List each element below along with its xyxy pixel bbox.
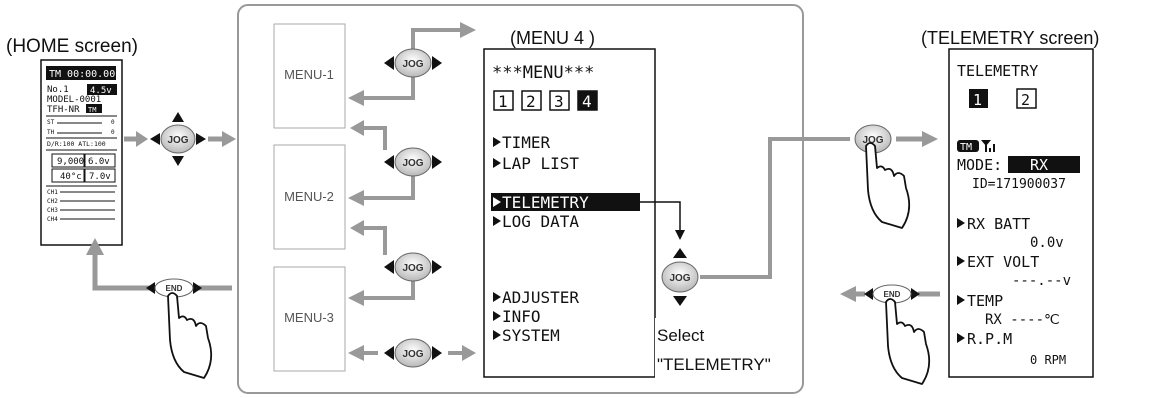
- menu1-label: MENU-1: [284, 67, 334, 82]
- jog-button-select[interactable]: JOG: [662, 248, 698, 306]
- jog-label-1: JOG: [402, 59, 423, 70]
- jog-button-3[interactable]: JOG: [384, 253, 442, 281]
- menu4-item-lap-list: LAP LIST: [502, 154, 579, 173]
- telemetry-tab-1: 1: [973, 91, 982, 109]
- telemetry-rpm-label: R.P.M: [967, 330, 1012, 348]
- home-st-label: ST: [47, 119, 55, 126]
- telemetry-temp-label: TEMP: [967, 292, 1003, 310]
- menu2-label: MENU-2: [284, 189, 334, 204]
- home-ch1: CH1: [47, 189, 58, 196]
- home-timer: TM 00:00.00: [49, 69, 115, 80]
- menu4-tab-1: 1: [498, 92, 508, 111]
- jog-button-2[interactable]: JOG: [384, 148, 442, 176]
- telemetry-ext-volt-value: ---.--v: [1012, 273, 1071, 289]
- menu4-screen: ***MENU*** 1 2 3 4 TIMER LAP LIST TELEME…: [484, 49, 655, 377]
- menu4-item-log-data: LOG DATA: [502, 212, 579, 231]
- menu3-label: MENU-3: [284, 310, 334, 325]
- telemetry-rpm-value: 0 RPM: [1030, 353, 1066, 367]
- home-cell1: 9,000: [57, 157, 84, 167]
- telemetry-rx-batt-label: RX BATT: [967, 215, 1030, 233]
- jog-label-2: JOG: [402, 158, 423, 169]
- jog-button-4[interactable]: JOG: [384, 339, 442, 367]
- menu3-panel: MENU-3: [274, 267, 345, 371]
- jog-button-1[interactable]: JOG: [384, 49, 442, 77]
- telemetry-tm-badge: TM: [960, 142, 972, 153]
- home-screen: TM 00:00.00 No.1 4.5v MODEL-0001 TFH-NR …: [41, 60, 122, 245]
- home-ch2: CH2: [47, 198, 58, 205]
- telemetry-rx-batt-value: 0.0v: [1030, 235, 1064, 251]
- menu2-panel: MENU-2: [274, 145, 345, 249]
- telemetry-mode-value: RX: [1030, 156, 1048, 174]
- telemetry-temp-value: RX ----℃: [985, 312, 1060, 328]
- home-type-line: TFH-NR: [47, 105, 80, 115]
- select-line1: Select: [657, 326, 705, 345]
- select-line2: "TELEMETRY": [657, 355, 771, 374]
- telemetry-ext-volt-label: EXT VOLT: [967, 253, 1039, 271]
- menu4-tab-4: 4: [582, 92, 592, 111]
- menu4-item-timer: TIMER: [502, 133, 551, 152]
- menu4-item-system: SYSTEM: [502, 326, 560, 345]
- home-th-value: 0: [111, 129, 115, 136]
- home-th-label: TH: [47, 129, 55, 136]
- end-label-telemetry: END: [884, 290, 901, 299]
- home-model-no: No.1: [47, 85, 69, 95]
- menu4-item-telemetry: TELEMETRY: [502, 193, 589, 212]
- telemetry-title: TELEMETRY: [957, 62, 1038, 80]
- home-dr-line: D/R:100 ATL:100: [47, 140, 106, 148]
- jog-button-home[interactable]: JOG: [150, 112, 206, 166]
- menu4-caption: (MENU 4 ): [510, 28, 595, 48]
- menu4-item-info: INFO: [502, 307, 541, 326]
- menu4-header: ***MENU***: [492, 63, 594, 83]
- menu4-tab-3: 3: [554, 92, 564, 111]
- jog-label-select: JOG: [669, 273, 690, 284]
- home-ch4: CH4: [47, 216, 58, 223]
- jog-label-4: JOG: [402, 349, 423, 360]
- hand-icon-jog: [866, 143, 909, 228]
- hand-icon-home: [168, 293, 211, 378]
- home-cell4: 7.0v: [89, 172, 111, 182]
- telemetry-caption: (TELEMETRY screen): [921, 28, 1099, 48]
- home-cell3: 40°c: [60, 172, 82, 182]
- telemetry-mode-label: MODE:: [957, 156, 1002, 174]
- home-st-value: 0: [111, 119, 115, 126]
- home-caption: (HOME screen): [6, 36, 138, 57]
- home-ch3: CH3: [47, 207, 58, 214]
- telemetry-screen: TELEMETRY 1 2 TM MODE: RX ID=171900037 R…: [949, 49, 1093, 377]
- jog-label-home: JOG: [167, 135, 188, 146]
- home-model-name: MODEL-0001: [47, 95, 101, 105]
- jog-label-3: JOG: [402, 263, 423, 274]
- telemetry-tab-2: 2: [1021, 91, 1030, 109]
- menu1-panel: MENU-1: [274, 24, 345, 128]
- menu4-item-adjuster: ADJUSTER: [502, 288, 579, 307]
- end-label-home: END: [166, 284, 183, 293]
- menu4-tab-2: 2: [526, 92, 536, 111]
- home-tm-badge: TM: [88, 106, 96, 114]
- hand-icon-end: [886, 299, 929, 384]
- home-cell2: 6.0v: [88, 157, 110, 167]
- telemetry-id: ID=171900037: [972, 177, 1066, 192]
